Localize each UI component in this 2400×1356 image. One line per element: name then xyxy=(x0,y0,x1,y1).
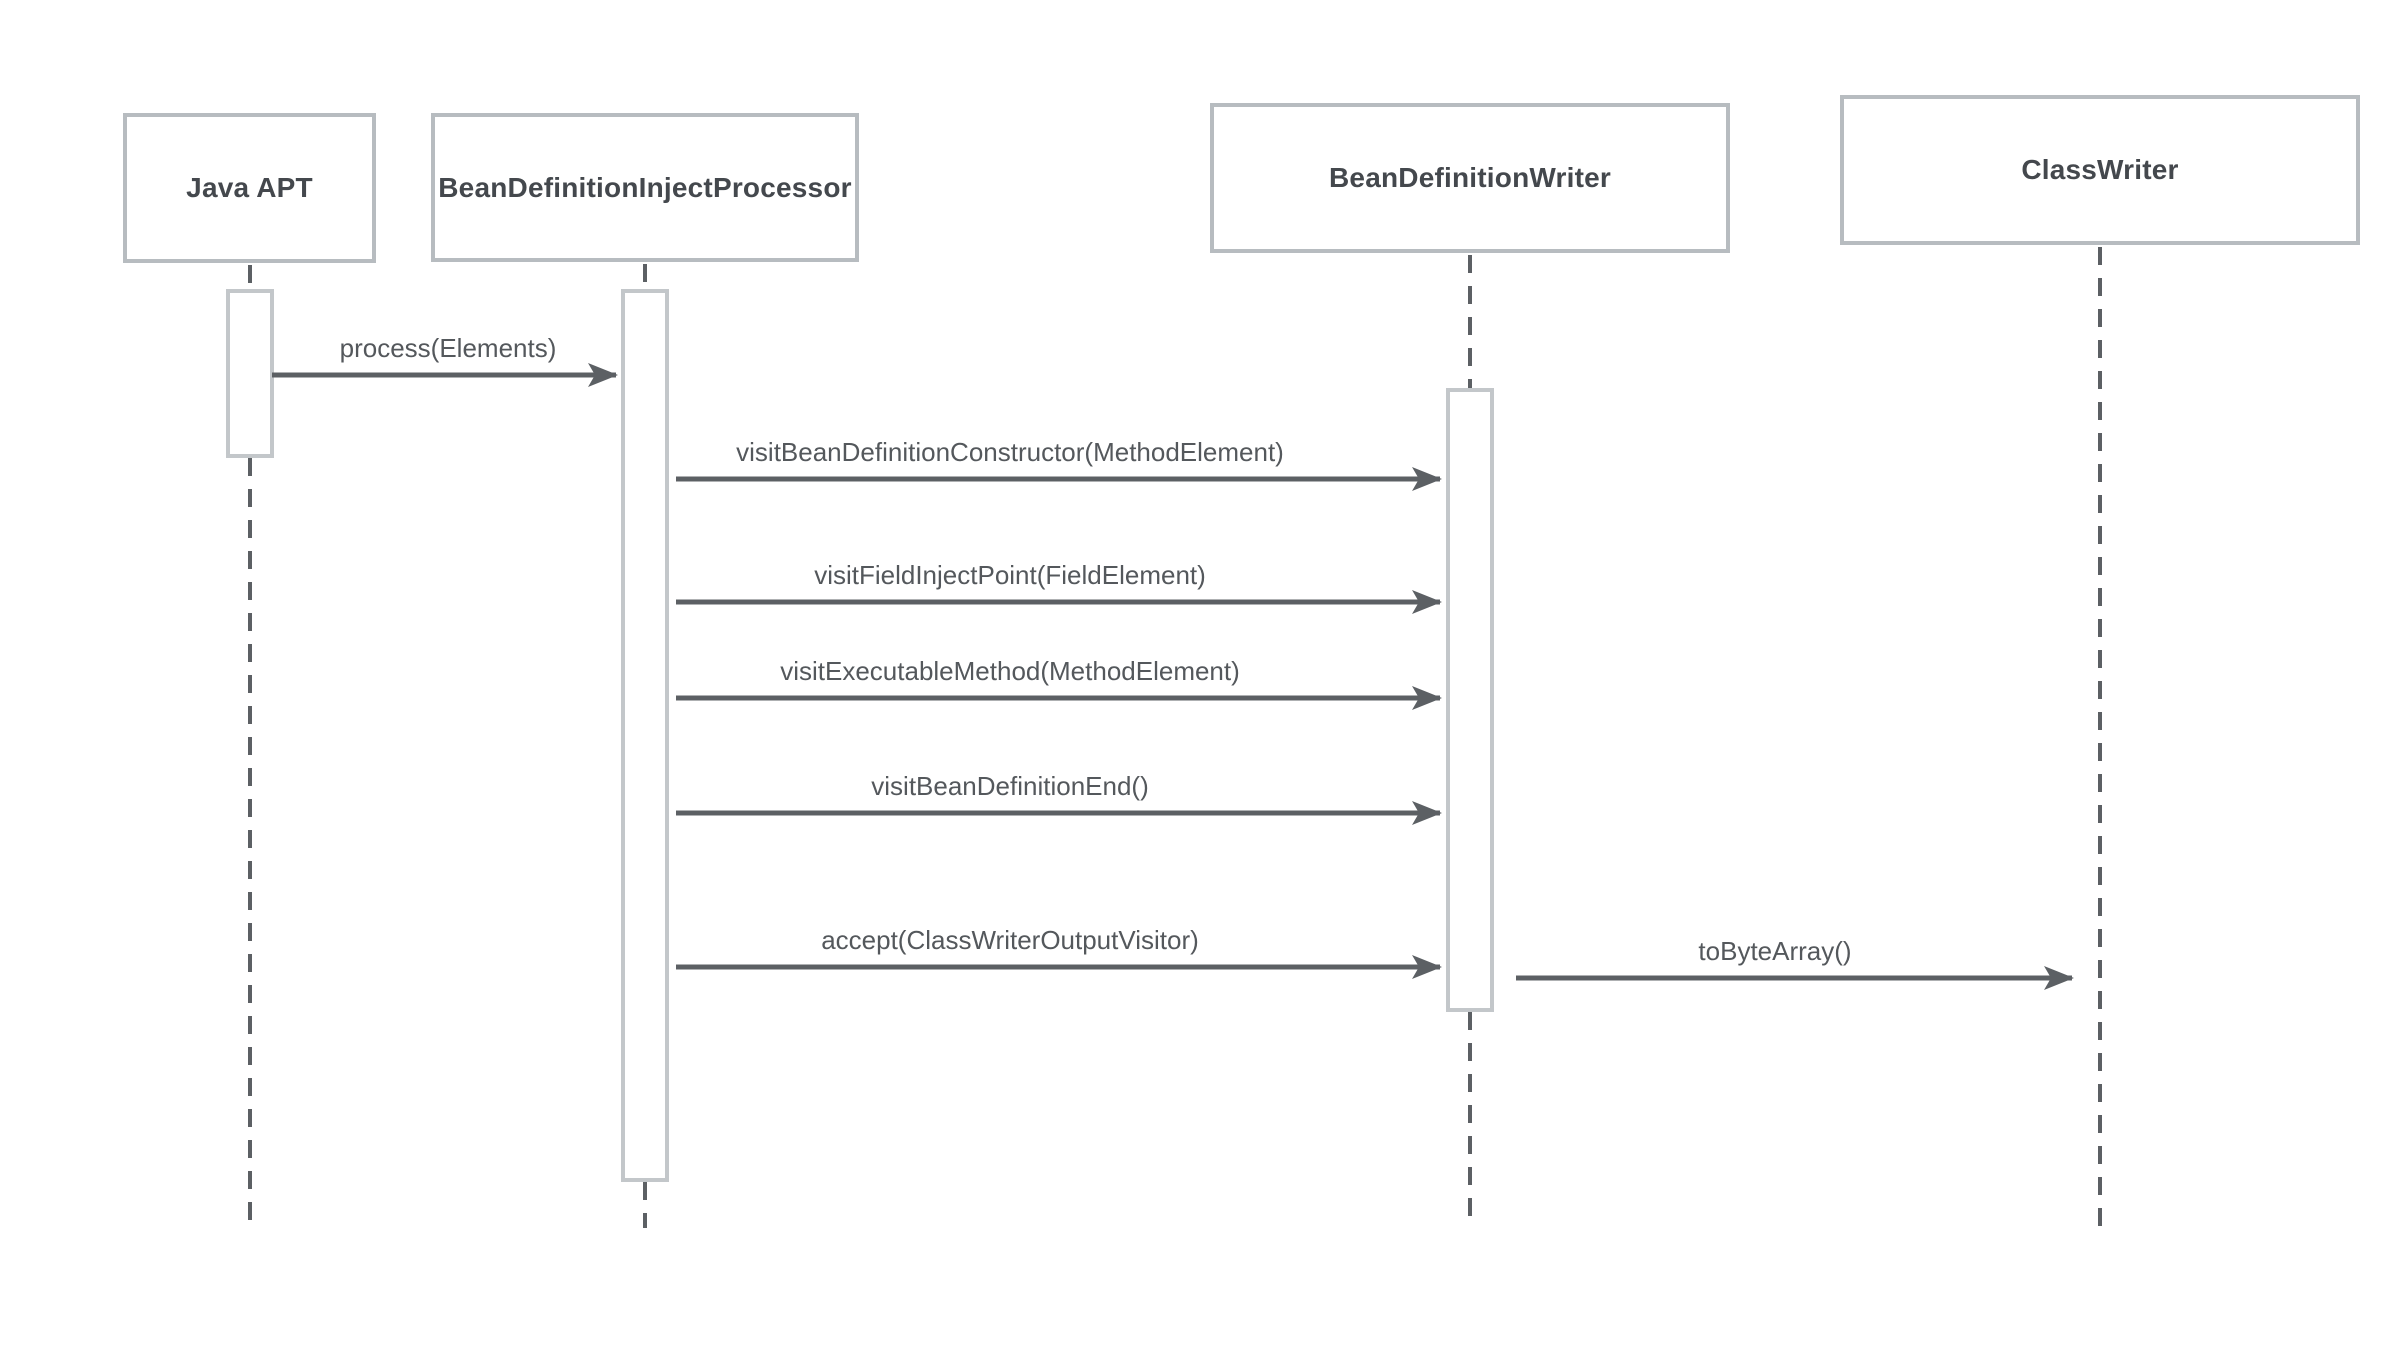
message-label-visit-bean-definition-constructor: visitBeanDefinitionConstructor(MethodEle… xyxy=(736,437,1284,467)
participant-name: BeanDefinitionWriter xyxy=(1329,162,1611,193)
message-label-visit-field-inject-point: visitFieldInjectPoint(FieldElement) xyxy=(814,560,1206,590)
message-label-to-byte-array: toByteArray() xyxy=(1698,936,1852,966)
participant-name: BeanDefinitionInjectProcessor xyxy=(438,171,852,203)
message-label-accept-class-writer-output-visitor: accept(ClassWriterOutputVisitor) xyxy=(821,925,1199,955)
participant-box-bean-definition-inject-processor: BeanDefinitionInjectProcessor xyxy=(431,113,859,262)
message-label-visit-bean-definition-end: visitBeanDefinitionEnd() xyxy=(871,771,1149,801)
participant-box-bean-definition-writer: BeanDefinitionWriter xyxy=(1210,103,1730,253)
message-label-process-elements: process(Elements) xyxy=(339,333,557,363)
activation-java-apt xyxy=(226,289,274,458)
participant-name: ClassWriter xyxy=(2021,154,2179,185)
message-label-visit-executable-method: visitExecutableMethod(MethodElement) xyxy=(780,656,1240,686)
participant-box-class-writer: ClassWriter xyxy=(1840,95,2360,245)
participant-box-java-apt: Java APT xyxy=(123,113,376,263)
activation-inject-processor xyxy=(621,289,669,1182)
participant-name: Java APT xyxy=(186,172,313,203)
activation-bean-definition-writer xyxy=(1446,388,1494,1012)
